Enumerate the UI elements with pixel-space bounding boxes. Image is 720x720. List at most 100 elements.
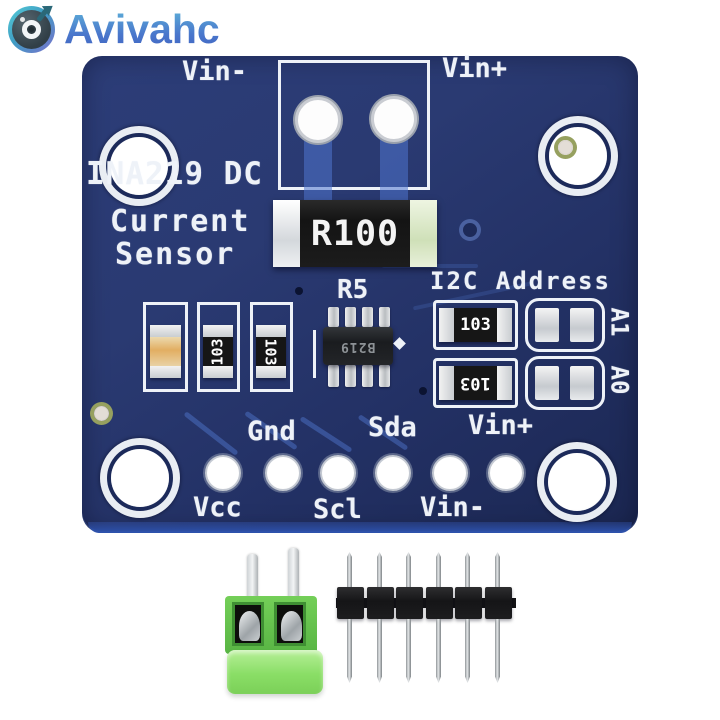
- smd-terminal: [256, 325, 286, 337]
- header-pin: [406, 619, 411, 683]
- terminal-pin: [288, 548, 299, 602]
- via: [463, 223, 477, 237]
- resistor-code: 103: [209, 337, 227, 366]
- brand-watermark: Avivahc: [8, 1, 220, 53]
- metal-clamp: [281, 611, 302, 641]
- capacitor-body: [150, 337, 181, 366]
- copper-trace: [299, 416, 353, 453]
- pin-label-scl: Scl: [313, 494, 362, 525]
- pin-label-sda: Sda: [368, 412, 417, 443]
- header-pin: [465, 552, 470, 587]
- smd-terminal: [439, 308, 454, 342]
- screw-terminal-block: [225, 548, 325, 696]
- ic-pin: [328, 307, 339, 327]
- label-vin-plus-top: Vin+: [442, 53, 508, 84]
- pin-label-gnd: Gnd: [247, 416, 296, 447]
- pin-label-vcc: Vcc: [193, 492, 242, 523]
- i2c-address-heading: I2C Address: [430, 267, 611, 295]
- ina219-chip: B219: [323, 327, 393, 365]
- pin-header-strip: [336, 550, 516, 688]
- header-plastic: [337, 587, 364, 619]
- board-title-line1: INA219 DC: [86, 156, 263, 192]
- terminal-hole-left: [295, 97, 341, 143]
- header-plastic: [455, 587, 482, 619]
- board-title-line2: Current: [110, 204, 251, 239]
- component-outline: [197, 302, 240, 392]
- smd-terminal: [150, 366, 181, 378]
- mounting-hole-bottom-left: [111, 449, 169, 507]
- terminal-footprint-outline: [278, 60, 430, 190]
- label-a1: A1: [605, 307, 634, 337]
- jumper-outline-a1: [525, 298, 605, 352]
- silkscreen-bracket: [313, 330, 316, 378]
- mounting-hole-top-left: [110, 137, 168, 195]
- jumper-pad: [535, 308, 559, 342]
- ic-pin: [345, 307, 356, 327]
- pin1-marker: [393, 337, 406, 350]
- wire-opening: [274, 602, 306, 646]
- wire-opening: [232, 602, 264, 646]
- header-pin: [495, 619, 500, 683]
- jumper-pad: [535, 366, 559, 400]
- resistor-body: R100: [300, 200, 410, 267]
- header-plastic: [485, 587, 512, 619]
- smd-resistor-a0: 103: [439, 366, 512, 400]
- pin-hole-sda: [375, 455, 411, 491]
- resistor-code: 103: [460, 373, 491, 393]
- ic-pin: [328, 365, 339, 387]
- label-r5: R5: [337, 275, 369, 305]
- terminal-hole-right: [371, 96, 417, 142]
- terminal-pin: [247, 554, 258, 604]
- header-plastic: [367, 587, 394, 619]
- smd-terminal: [439, 366, 454, 400]
- jumper-outline-a0: [525, 356, 605, 410]
- smd-resistor-a1: 103: [439, 308, 512, 342]
- resistor-body: 103: [454, 366, 497, 400]
- header-pin: [465, 619, 470, 683]
- smd-terminal: [497, 308, 512, 342]
- copper-trace: [183, 411, 239, 456]
- component-outline: [433, 358, 518, 408]
- resistor-terminal: [410, 200, 437, 267]
- ic-pin: [379, 307, 390, 327]
- lens-dot: [29, 27, 34, 32]
- via-dot: [295, 287, 303, 295]
- resistor-body: 103: [454, 308, 497, 342]
- header-pin: [347, 619, 352, 683]
- ic-pin: [345, 365, 356, 387]
- ic-pin: [379, 365, 390, 387]
- jumper-pad: [570, 366, 594, 400]
- highlight-dot: [20, 17, 25, 22]
- component-outline: [433, 300, 518, 350]
- pin-hole-vcc: [205, 455, 241, 491]
- header-pin: [377, 552, 382, 587]
- resistor-body: 103: [203, 337, 233, 366]
- component-outline: [250, 302, 293, 392]
- metal-clamp: [239, 611, 260, 641]
- pin-hole-vin-minus: [432, 455, 468, 491]
- ic-marking: B219: [340, 338, 376, 354]
- smd-terminal: [497, 366, 512, 400]
- shunt-resistor: R100: [273, 200, 437, 267]
- header-pin: [436, 552, 441, 587]
- header-plastic: [426, 587, 453, 619]
- brand-name: Avivahc: [64, 6, 220, 52]
- label-a0: A0: [605, 365, 634, 395]
- via: [94, 406, 109, 421]
- mounting-hole-top-right: [549, 127, 607, 185]
- header-plastic: [396, 587, 423, 619]
- terminal-upper-body: [225, 596, 317, 654]
- sensor-board: Vin- Vin+ INA219 DC Current Sensor R100 …: [82, 53, 638, 533]
- header-pin: [495, 552, 500, 587]
- terminal-front-face: [227, 650, 323, 694]
- resistor-body: 103: [256, 337, 286, 366]
- resistor-code: 103: [460, 315, 491, 335]
- smd-capacitor: [150, 325, 181, 378]
- component-outline: [143, 302, 188, 392]
- jumper-pad: [570, 308, 594, 342]
- shunt-value: R100: [310, 213, 400, 254]
- header-pin: [436, 619, 441, 683]
- label-vin-minus-top: Vin-: [182, 56, 248, 87]
- header-pin: [377, 619, 382, 683]
